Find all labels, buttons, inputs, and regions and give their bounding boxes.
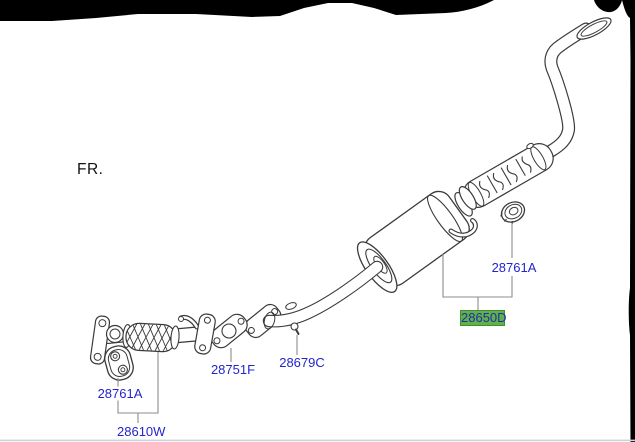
leader-lines [117,224,513,423]
flex-coupling-drawing [454,142,554,217]
part-callout-28679c[interactable]: 28679C [279,355,325,370]
inlet-pipe-drawing [210,260,384,349]
front-flange [89,315,111,365]
gasket-drawing [210,313,248,349]
part-callout-28650d-highlighted[interactable]: 28650D [460,310,507,326]
tailpipe-tip [576,17,612,40]
front-pipe-outlet-flange [194,313,216,355]
hanger-grommet-left [104,345,134,381]
front-pipe-drawing [89,313,216,381]
flange-bolt [290,322,300,335]
bottom-rule [0,439,635,442]
fr-direction-arrow-icon [1,2,26,20]
hanger-grommet-right [500,201,526,225]
part-callout-28761a-lower[interactable]: 28761A [97,386,143,401]
flex-braid [125,322,177,353]
front-direction-label: FR. [77,161,104,178]
tailpipe-drawing [544,17,612,158]
part-callout-28761a-upper[interactable]: 28761A [491,260,537,275]
part-callout-28751f[interactable]: 28751F [210,362,256,377]
part-callout-28610w[interactable]: 28610W [117,424,166,439]
